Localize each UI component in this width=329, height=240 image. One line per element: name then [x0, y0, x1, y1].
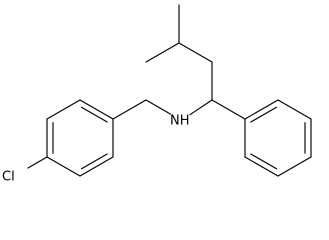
nh-to-ch-bond: [189, 99, 213, 116]
ring-a-bond-6: [46, 99, 81, 120]
ring-b-bond-5: [244, 156, 279, 177]
isopropyl-methyl-left-bond: [145, 42, 180, 63]
ring-to-cl-bond: [27, 156, 48, 169]
ring-to-ch2-bond: [112, 99, 147, 120]
ring-b-bond-4: [277, 156, 312, 177]
chlorophenyl-ring: [46, 99, 114, 177]
ring-a-double-bond-2: [80, 153, 108, 170]
ring-a-double-bond-1: [80, 106, 108, 123]
ring-b-double-bond-3: [250, 153, 278, 170]
ring-b-bond-2: [277, 99, 312, 120]
nitrogen-atom-label: NH: [170, 114, 190, 129]
ch2-to-nh-bond: [145, 99, 172, 115]
phenyl-ring: [244, 99, 312, 177]
ring-a-bond-1: [79, 99, 114, 120]
ch-to-phenyl-bond: [211, 99, 246, 120]
chemical-structure-diagram: NH Cl: [2, 4, 312, 185]
ring-a-bond-4: [46, 156, 81, 177]
ring-b-bond-1: [244, 99, 279, 120]
ch2-to-ch-bond: [178, 42, 213, 63]
ring-b-double-bond-1: [250, 106, 278, 123]
ring-a-bond-3: [79, 156, 114, 177]
chlorine-atom-label: Cl: [2, 170, 15, 185]
